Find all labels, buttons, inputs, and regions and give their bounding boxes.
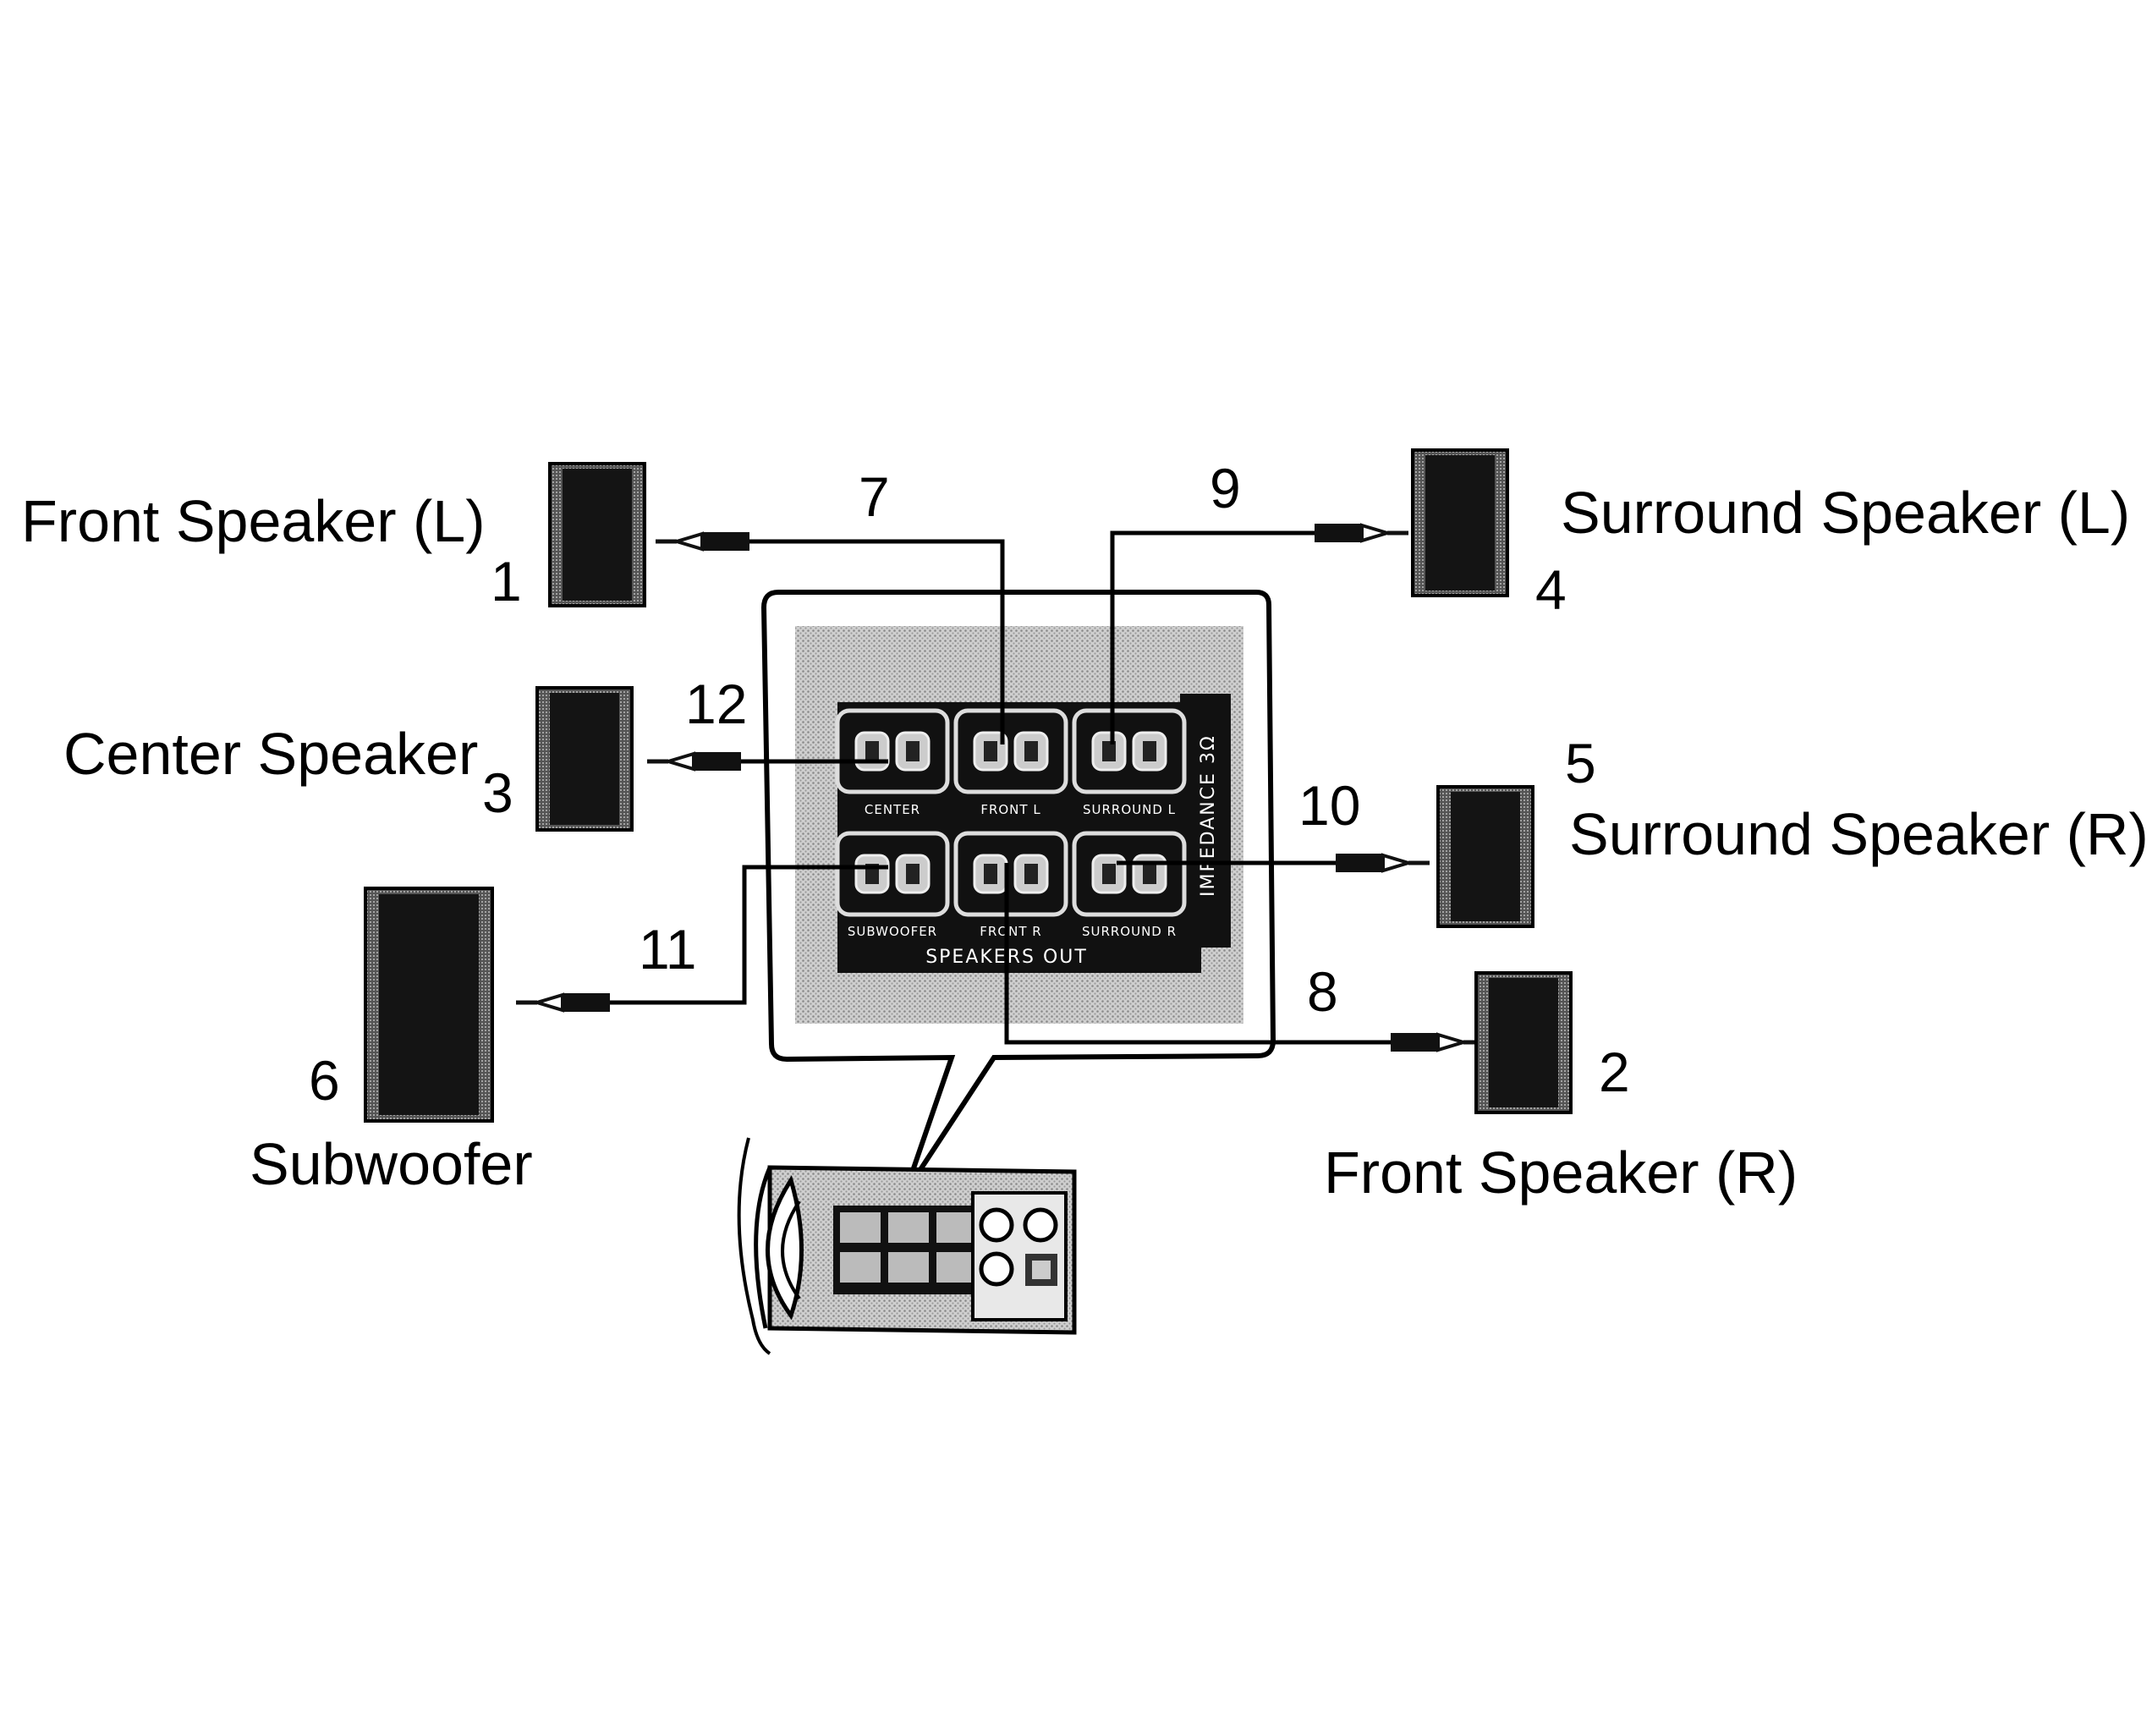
- label-surround-left: Surround Speaker (L): [1561, 480, 2130, 546]
- cables: [605, 530, 1396, 1045]
- speaker-center: [535, 686, 634, 832]
- plug-surround-left: [1315, 524, 1408, 542]
- label-front-right: Front Speaker (R): [1324, 1140, 1798, 1206]
- cable-number-subwoofer: 11: [639, 918, 697, 981]
- cable-number-front-right: 8: [1307, 960, 1338, 1023]
- speaker-subwoofer: [364, 887, 494, 1123]
- speaker-surround-right: [1436, 785, 1534, 928]
- rear-panel-closeup: IMPEDANCE 3Ω CENTER FRONT L SURROUND L S…: [795, 626, 1243, 1024]
- number-subwoofer: 6: [309, 1049, 340, 1112]
- terminal-label-front-l: FRONT L: [980, 802, 1040, 817]
- terminal-label-subwoofer: SUBWOOFER: [848, 924, 937, 939]
- speaker-front-right: [1474, 971, 1573, 1114]
- speaker-surround-left: [1411, 448, 1509, 597]
- plug-center: [647, 752, 741, 771]
- label-front-left: Front Speaker (L): [21, 488, 486, 554]
- terminal-label-surround-r: SURROUND R: [1082, 924, 1177, 939]
- label-center: Center Speaker: [63, 721, 478, 787]
- cable-subwoofer: [605, 865, 888, 1005]
- plug-subwoofer: [516, 993, 610, 1012]
- speakers-out-block: IMPEDANCE 3Ω CENTER FRONT L SURROUND L S…: [837, 694, 1231, 973]
- impedance-label: IMPEDANCE 3Ω: [1198, 734, 1219, 897]
- plug-front-right: [1391, 1033, 1485, 1052]
- label-subwoofer: Subwoofer: [250, 1131, 533, 1197]
- speaker-front-left: [548, 462, 646, 607]
- cable-front-left: [744, 539, 1005, 744]
- number-surround-right: 5: [1565, 732, 1596, 794]
- number-front-right: 2: [1599, 1041, 1630, 1103]
- plug-surround-right: [1336, 854, 1430, 872]
- cable-number-surround-right: 10: [1298, 774, 1360, 837]
- number-center: 3: [482, 761, 513, 824]
- cable-front-right: [1004, 863, 1396, 1045]
- label-surround-right: Surround Speaker (R): [1569, 801, 2149, 867]
- terminal-label-center: CENTER: [865, 802, 920, 817]
- terminal-label-front-r: FRONT R: [980, 924, 1041, 939]
- cable-number-center: 12: [685, 673, 747, 735]
- cable-number-surround-left: 9: [1210, 457, 1241, 519]
- cable-surround-left: [1110, 530, 1315, 744]
- terminal-label-surround-l: SURROUND L: [1083, 802, 1176, 817]
- number-surround-left: 4: [1535, 558, 1567, 621]
- plug-front-left: [656, 532, 749, 551]
- cable-number-front-left: 7: [859, 465, 890, 528]
- number-front-left: 1: [491, 550, 522, 613]
- receiver-unit: [737, 1137, 1077, 1355]
